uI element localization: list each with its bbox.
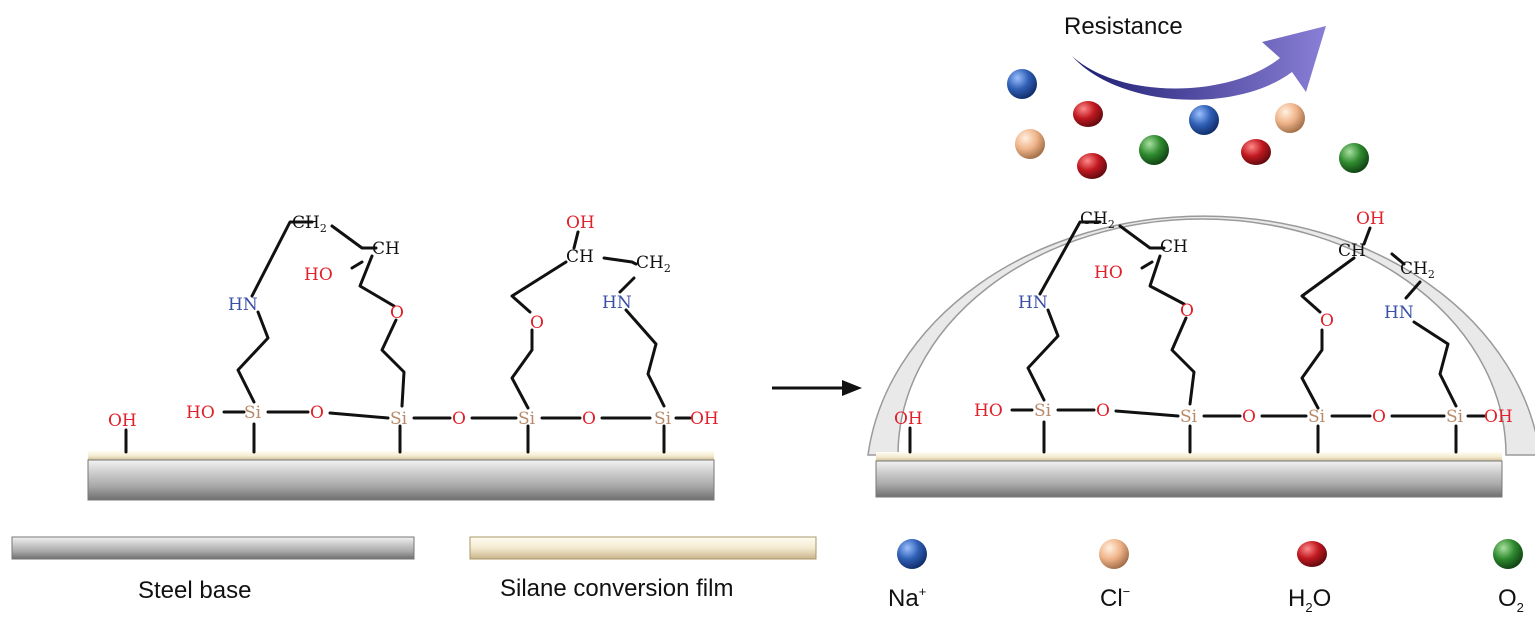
cl-ion [1015,129,1045,159]
right-panel: OH HO Si O Si O Si O Si OH HN CH2 CH HO … [867,13,1535,498]
right-si-1: Si [1034,401,1052,421]
left-oh-surface: OH [108,411,137,431]
h2o-molecule [1077,153,1107,179]
left-si-2: Si [390,409,408,429]
right-ch-2: CH [1338,241,1366,261]
right-si-2: Si [1180,407,1198,427]
legend-cl-label: Cl− [1100,584,1130,612]
left-oh-end: OH [690,409,719,429]
legend-steel-label: Steel base [138,577,251,604]
legend-steel-swatch [11,536,415,560]
protective-dome [867,215,1535,456]
left-silane-film [88,451,714,461]
right-ch2-2: CH2 [1400,259,1435,281]
legend-na-label: Na+ [888,584,926,612]
right-ho-1: HO [974,401,1003,421]
resistance-arrow: Resistance [1064,13,1326,100]
floating-ions [1007,69,1369,179]
na-ion [1007,69,1037,99]
left-o-bridge-2: O [452,409,466,429]
right-steel-base [875,460,1503,498]
left-steel-base [87,459,715,501]
o2-molecule [1139,135,1169,165]
h2o-molecule [1241,139,1271,165]
legend-film-label: Silane conversion film [500,575,733,602]
right-oh-end: OH [1484,407,1513,427]
legend-h2o-swatch [1297,541,1327,567]
legend-h2o-label: H2O [1288,585,1331,615]
right-ch2-1: CH2 [1080,209,1115,231]
left-o-chain-2: O [530,313,544,333]
legend: Steel base Silane conversion film Na+ Cl… [11,536,1524,615]
left-o-bridge-1: O [310,403,324,423]
right-o-bridge-3: O [1372,407,1386,427]
left-o-bridge-3: O [582,409,596,429]
left-oh-top: OH [566,213,595,233]
right-o-bridge-2: O [1242,407,1256,427]
left-bonds [124,220,692,454]
right-o-bridge-1: O [1096,401,1110,421]
legend-o2-label: O2 [1498,585,1524,615]
left-panel: OH HO Si O Si O Si O Si OH HN CH2 CH HO … [87,213,719,501]
right-silane-film [876,452,1502,462]
left-si-4: Si [654,409,672,429]
legend-cl-swatch [1099,539,1129,569]
right-o-chain-1: O [1180,301,1194,321]
left-ch-2: CH [566,247,594,267]
right-bonds [908,220,1486,454]
right-hn-2: HN [1384,303,1414,323]
na-ion [1189,105,1219,135]
left-si-3: Si [518,409,536,429]
transition-arrow [772,380,862,396]
right-si-3: Si [1308,407,1326,427]
right-oh-surface: OH [894,409,923,429]
right-o-chain-2: O [1320,311,1334,331]
left-ho-side: HO [304,265,333,285]
left-si-1: Si [244,403,262,423]
right-si-4: Si [1446,407,1464,427]
left-ch2-1: CH2 [292,213,327,235]
cl-ion [1275,103,1305,133]
left-ho-1: HO [186,403,215,423]
right-atom-labels: OH HO Si O Si O Si O Si OH HN CH2 CH HO … [894,209,1513,429]
left-atom-labels: OH HO Si O Si O Si O Si OH HN CH2 CH HO … [108,213,719,431]
resistance-label: Resistance [1064,13,1183,40]
legend-film-swatch [469,536,817,560]
o2-molecule [1339,143,1369,173]
h2o-molecule [1073,101,1103,127]
legend-o2-swatch [1493,539,1523,569]
right-oh-top: OH [1356,209,1385,229]
right-hn-1: HN [1018,293,1048,313]
left-o-chain-1: O [390,303,404,323]
left-ch-1: CH [372,239,400,259]
left-ch2-2: CH2 [636,253,671,275]
right-ho-side: HO [1094,263,1123,283]
right-ch-1: CH [1160,237,1188,257]
left-hn-2: HN [602,293,632,313]
left-hn-1: HN [228,295,258,315]
legend-na-swatch [897,539,927,569]
